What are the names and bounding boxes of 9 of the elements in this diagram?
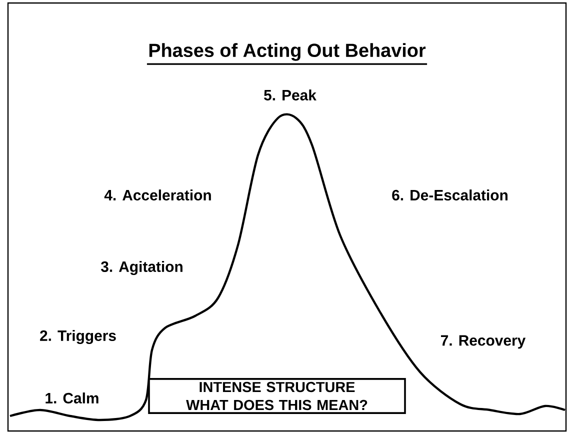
phase-label: 7. Recovery — [439, 334, 527, 350]
phase-label: 1. Calm — [44, 392, 100, 404]
phase-label: 6. De-Escalation — [390, 188, 510, 202]
phase-label: 5. Peak — [262, 88, 318, 102]
text-box: INTENSE STRUCTURE WHAT DOES THIS MEAN? — [148, 378, 406, 414]
title: Phases of Acting Out Behavior — [149, 43, 426, 61]
phase-label: 2. Triggers — [38, 329, 118, 345]
phase-label: 3. Agitation — [100, 260, 184, 276]
phase-label: 4. Acceleration — [103, 188, 213, 202]
